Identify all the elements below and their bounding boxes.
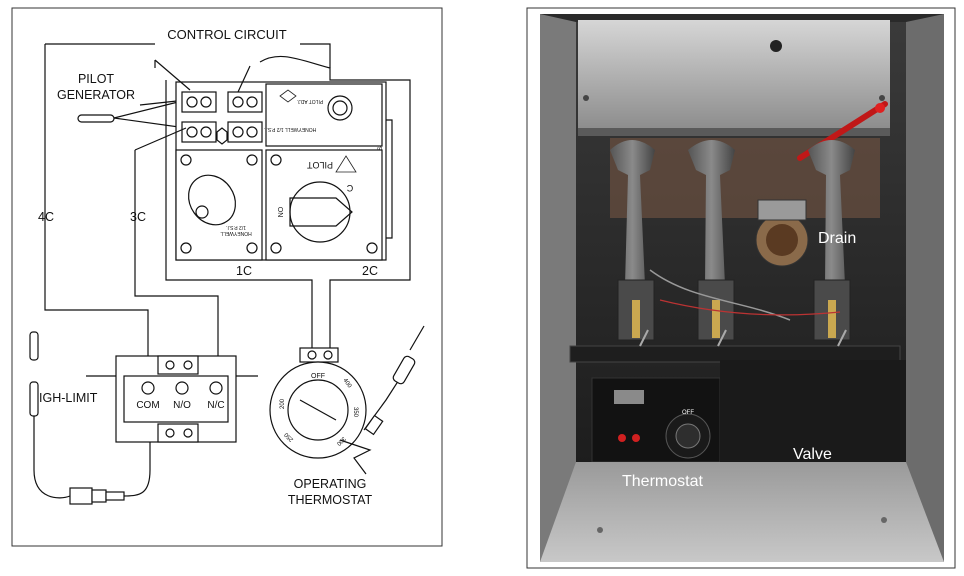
psi-small-text: 1/2 P.S.I. bbox=[226, 224, 246, 230]
plate-hole bbox=[770, 40, 782, 52]
left-wall bbox=[540, 14, 576, 562]
dial-tick-250: 250 bbox=[283, 431, 295, 443]
floor-mat bbox=[720, 360, 906, 462]
valve-label: Valve bbox=[793, 446, 832, 463]
gas-manifold bbox=[569, 345, 901, 363]
no-terminal-label: N/O bbox=[173, 400, 191, 411]
pilot-generator-label-2: GENERATOR bbox=[57, 88, 135, 102]
honeywell-top-text: HONEYWELL 1/2 P.S.I. bbox=[264, 126, 317, 132]
pilot-adjust-area bbox=[265, 83, 383, 147]
dial-tick-350: 350 bbox=[352, 407, 358, 418]
wire-3c-terminal bbox=[134, 127, 187, 151]
wire-4c bbox=[44, 44, 149, 380]
wire-1c bbox=[165, 80, 313, 352]
high-limit-label: HIGH-LIMIT bbox=[30, 391, 98, 405]
c-mark-label: C bbox=[346, 183, 353, 193]
on-label: ON bbox=[276, 207, 283, 218]
pilot-knob bbox=[289, 181, 351, 243]
com-terminal-label: COM bbox=[136, 400, 159, 411]
control-circuit-title: CONTROL CIRCUIT bbox=[167, 27, 286, 42]
pilot-generator-probe bbox=[77, 99, 187, 129]
drain-label: Drain bbox=[818, 230, 856, 247]
wire-1c-label: 1C bbox=[236, 264, 252, 278]
nc-terminal-label: N/C bbox=[207, 400, 224, 411]
control-circuit-line-right bbox=[300, 43, 331, 68]
wiring-diagram-panel: CONTROL CIRCUIT PILOT GENERATOR 4C 3C HO… bbox=[11, 7, 443, 547]
high-limit-switch: COM N/O N/C bbox=[86, 355, 258, 443]
wire-4c-label: 4C bbox=[38, 210, 54, 224]
pilot-knob-label: PILOT bbox=[306, 160, 333, 170]
wire-tt-2 bbox=[237, 65, 251, 93]
wire-2c bbox=[259, 55, 411, 352]
wire-tt-1 bbox=[154, 59, 191, 91]
dial-tick-200: 200 bbox=[280, 398, 286, 409]
dial-tick-400: 400 bbox=[341, 378, 352, 390]
pilot-adj-text: PILOT ADJ. bbox=[297, 98, 323, 104]
burner-left bbox=[610, 140, 655, 341]
high-limit-probe bbox=[29, 331, 151, 505]
operating-thermostat-label-1: OPERATING bbox=[294, 477, 367, 491]
right-wall bbox=[906, 14, 944, 562]
heat-exchanger-plate bbox=[578, 20, 890, 130]
photo-panel: OFF Drain Valve Thermostat bbox=[526, 7, 956, 569]
wire-3c bbox=[134, 150, 219, 380]
burner-right bbox=[808, 140, 855, 341]
drain-valve bbox=[755, 199, 809, 267]
dial-tick-300: 300 bbox=[335, 435, 347, 447]
operating-thermostat: OFF 400 350 300 250 200 bbox=[269, 325, 425, 475]
wire-3c-label: 3C bbox=[130, 210, 146, 224]
photo-dial-off-label: OFF bbox=[682, 410, 694, 416]
gas-valve-side bbox=[386, 119, 393, 239]
honeywell-small-text: HONEYWELL bbox=[220, 230, 252, 236]
operating-thermostat-label-2: THERMOSTAT bbox=[288, 493, 373, 507]
pilot-generator-label-1: PILOT bbox=[78, 72, 114, 86]
thermostat-label: Thermostat bbox=[622, 473, 703, 490]
wire-2c-label: 2C bbox=[362, 264, 378, 278]
gas-valve: HONEYWELL 1/2 P.S.I. PILOT ADJ. HONEYWEL… bbox=[175, 81, 393, 261]
dial-off-label: OFF bbox=[311, 373, 325, 380]
cabinet-floor bbox=[540, 462, 944, 562]
